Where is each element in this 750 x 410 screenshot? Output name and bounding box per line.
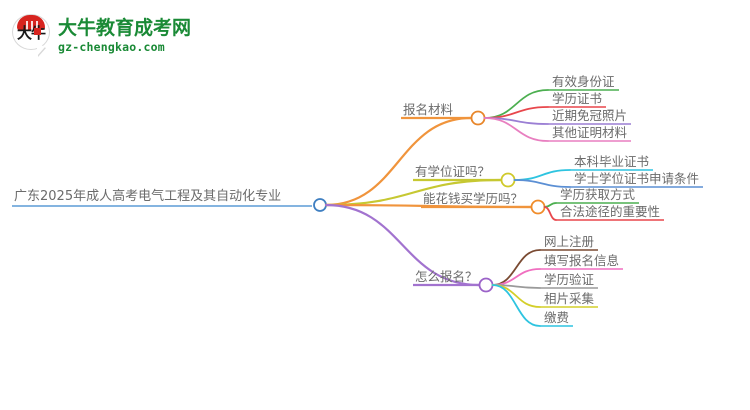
mindmap-leaf-4-1-label[interactable]: 网上注册 xyxy=(544,234,595,249)
mindmap-leaf-1-2-label[interactable]: 学历证书 xyxy=(552,91,603,106)
red-cap-shape xyxy=(17,15,45,30)
mindmap-leaf-1-4-label[interactable]: 其他证明材料 xyxy=(552,125,628,140)
mindmap-leaf-1-1-label[interactable]: 有效身份证 xyxy=(552,74,615,89)
mindmap-leaf-3-1-label[interactable]: 学历获取方式 xyxy=(560,187,636,202)
speech-bubble-tail xyxy=(37,43,45,56)
mindmap-leaf-2-2-label[interactable]: 学士学位证书申请条件 xyxy=(574,171,700,186)
mindmap-leaf-1-3-label[interactable]: 近期免冠照片 xyxy=(552,108,628,123)
brand-url: gz-chengkao.com xyxy=(58,39,165,54)
brand-name-cn: 大牛教育成考网 xyxy=(58,16,192,39)
mindmap-leaf-2-1-label[interactable]: 本科毕业证书 xyxy=(574,154,650,169)
mindmap-branch-1-label[interactable]: 报名材料 xyxy=(403,102,454,117)
mascot-icon: 大牛 xyxy=(10,12,52,58)
mindmap-branch-4-label[interactable]: 怎么报名？ xyxy=(415,269,478,284)
mindmap-branch-3-label[interactable]: 能花钱买学历吗？ xyxy=(423,191,524,206)
site-logo: 大牛 大牛教育成考网 gz-chengkao.com xyxy=(10,8,200,62)
mindmap-leaf-4-5-label[interactable]: 缴费 xyxy=(544,310,570,325)
mindmap-leaf-4-4-label[interactable]: 相片采集 xyxy=(544,291,595,306)
mindmap-leaf-4-3-label[interactable]: 学历验证 xyxy=(544,272,595,287)
mindmap-leaf-3-2-label[interactable]: 合法途径的重要性 xyxy=(560,204,661,219)
mindmap-branch-2-label[interactable]: 有学位证吗？ xyxy=(415,164,491,179)
mindmap-leaf-4-2-label[interactable]: 填写报名信息 xyxy=(544,253,620,268)
mascot-red-square xyxy=(34,28,41,35)
mindmap-root-label[interactable]: 广东2025年成人高考电气工程及其自动化专业 xyxy=(14,189,282,204)
logo-wordmark: 大牛教育成考网 gz-chengkao.com xyxy=(58,17,191,54)
